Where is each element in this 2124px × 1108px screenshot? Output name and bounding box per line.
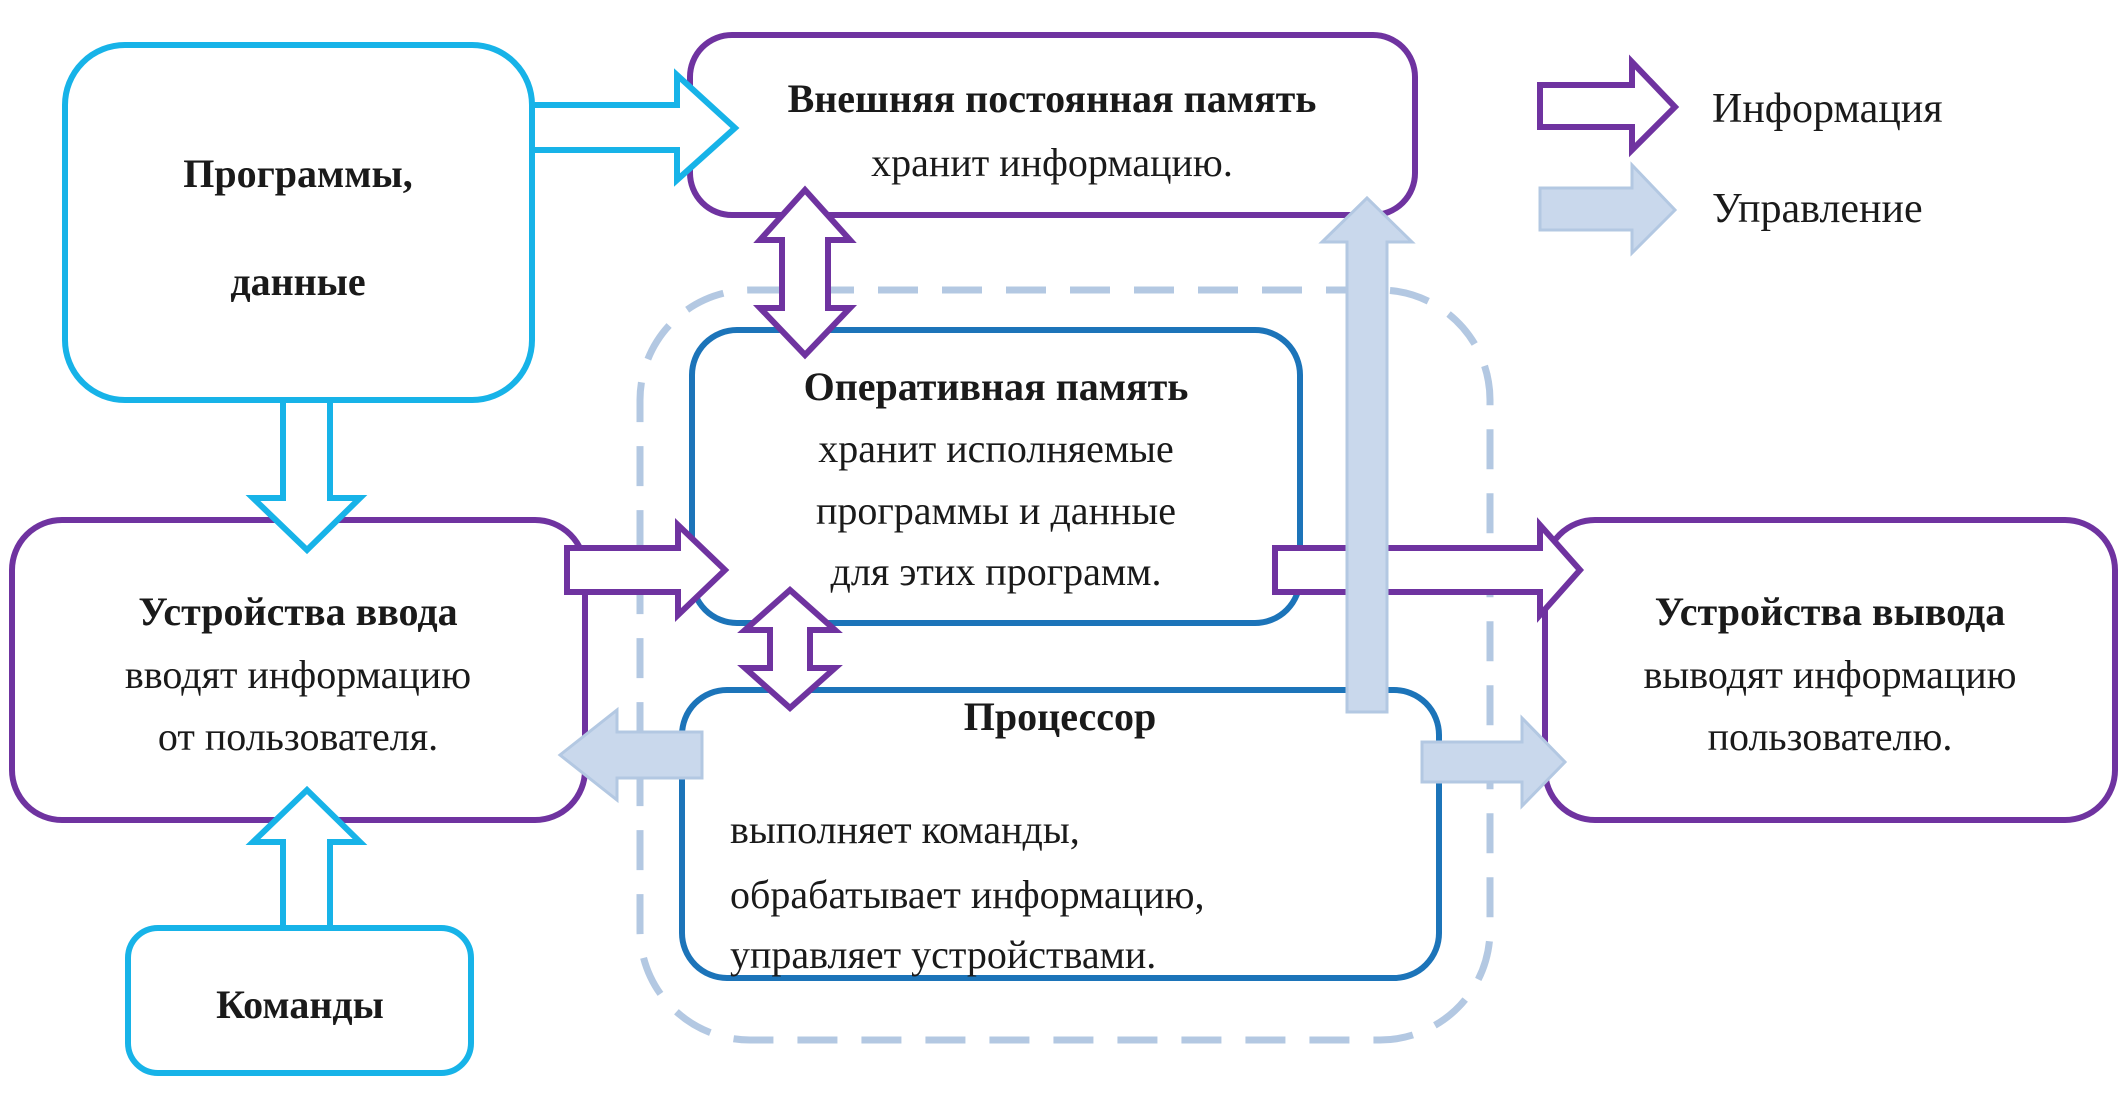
processor-title: Процессор [964, 694, 1156, 739]
processor-line-3: управляет устройствами. [730, 932, 1156, 977]
processor-line-2: обрабатывает информацию, [730, 872, 1205, 917]
output-devices-block: Устройства вывода выводят информацию пол… [1542, 517, 2118, 823]
arrow-programs-to-input-devices [245, 397, 368, 555]
output-devices-line-1: выводят информацию [1643, 652, 2016, 697]
commands-title: Команды [216, 982, 384, 1027]
arrow-ram-to-output-devices [1272, 517, 1585, 623]
input-devices-line-2: от пользователя. [158, 714, 438, 759]
external-memory-text: хранит информацию. [871, 140, 1233, 185]
programs-title-2: данные [230, 259, 365, 304]
input-devices-title: Устройства ввода [138, 589, 457, 634]
legend-information-arrow [1537, 54, 1680, 158]
legend-control-label: Управление [1712, 186, 1923, 232]
arrow-commands-to-input-devices [245, 785, 368, 931]
external-memory-block: Внешняя постоянная память хранит информа… [687, 32, 1418, 218]
legend-control-arrow [1538, 161, 1678, 257]
ram-line-2: программы и данные [816, 488, 1176, 533]
ram-block: Оперативная память хранит исполняемые пр… [689, 327, 1303, 626]
arrow-ram-processor-exchange [737, 585, 843, 713]
processor-block: Процессор выполняет команды, обрабатывае… [679, 687, 1442, 981]
ram-title: Оперативная память [804, 364, 1189, 409]
arrow-control-processor-to-input-devices [557, 706, 704, 804]
ram-line-3: для этих программ. [831, 549, 1162, 594]
arrow-external-memory-ram-exchange [752, 185, 858, 360]
processor-line-1: выполняет команды, [730, 807, 1080, 852]
ram-line-1: хранит исполняемые [818, 426, 1174, 471]
core-group-boundary [636, 286, 1494, 1044]
input-devices-line-1: вводят информацию [125, 652, 471, 697]
arrow-control-processor-to-external-memory [1318, 195, 1416, 714]
programs-title-1: Программы, [183, 151, 413, 196]
input-devices-block: Устройства ввода вводят информацию от по… [9, 517, 588, 823]
programs-block: Программы, данные [62, 42, 535, 403]
legend-information-label: Информация [1712, 86, 1943, 132]
legend: Информация Управление [1537, 54, 1943, 257]
commands-block: Команды [125, 925, 474, 1076]
output-devices-title: Устройства вывода [1655, 589, 2005, 634]
arrow-control-processor-to-output-devices [1420, 714, 1568, 810]
arrow-programs-to-external-memory [529, 68, 740, 187]
external-memory-title: Внешняя постоянная память [788, 76, 1317, 121]
output-devices-line-2: пользователю. [1708, 714, 1953, 759]
arrow-input-devices-to-ram [564, 517, 730, 623]
